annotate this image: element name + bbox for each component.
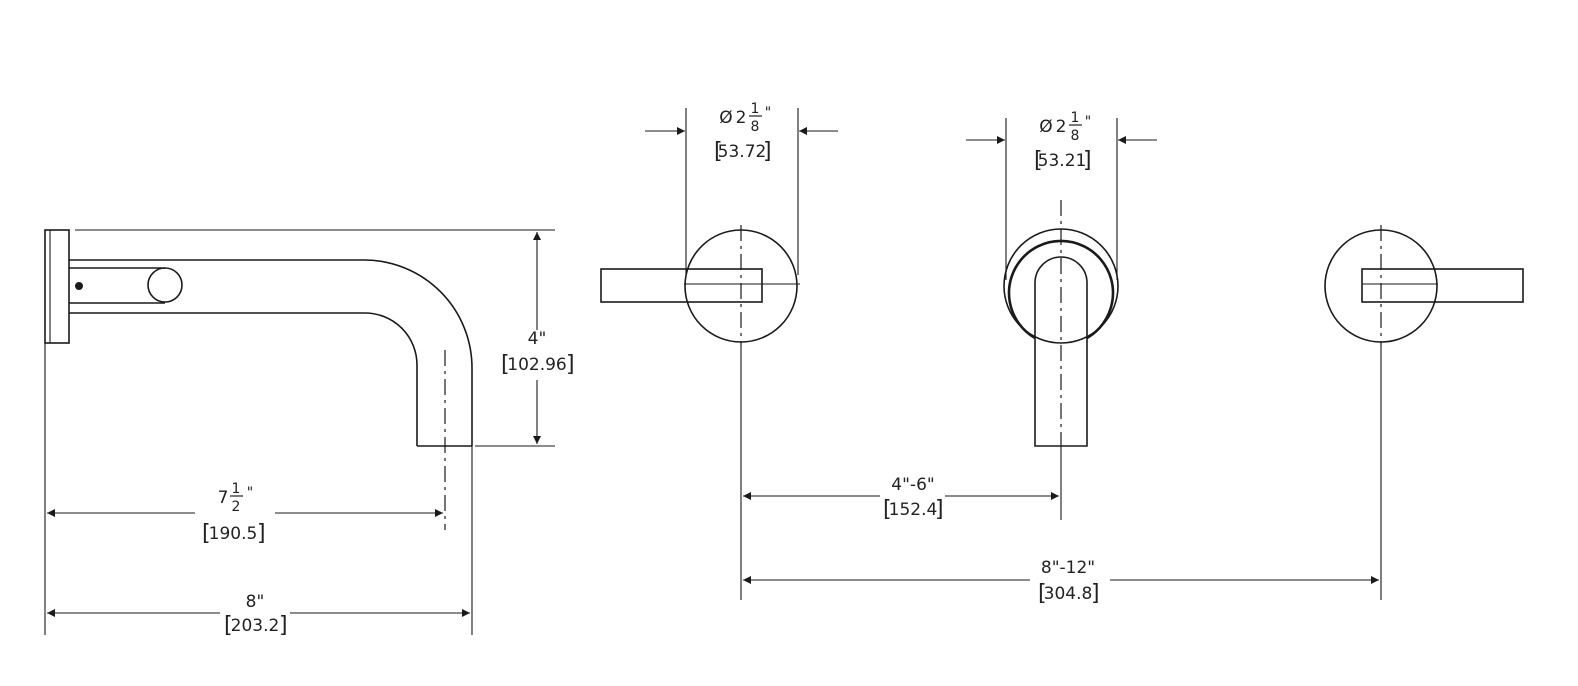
svg-text:]: ] [257, 521, 266, 546]
svg-text:]: ] [1091, 581, 1100, 606]
svg-text:[: [ [501, 352, 510, 377]
reach-inch-den: 2 [232, 499, 241, 515]
svg-text:]: ] [1083, 148, 1092, 173]
reach-inch-mark: " [247, 485, 253, 501]
front-view [600, 108, 1524, 600]
wall-flange [44, 229, 70, 344]
right-handle-lever [1361, 268, 1524, 303]
svg-text:[: [ [714, 139, 723, 164]
left-handle-lever [600, 268, 763, 303]
svg-text:[: [ [883, 497, 892, 522]
center-inch-label: 4"-6" [891, 475, 934, 495]
reach-mm-label: 190.5 [209, 524, 258, 544]
handle-dia-num: 1 [751, 101, 760, 117]
svg-text:]: ] [279, 613, 288, 638]
length-mm-label: 203.2 [231, 616, 280, 636]
handle-dia-inch-mark: " [765, 105, 771, 121]
set-screw [147, 267, 183, 303]
spout-front-body [1034, 256, 1088, 447]
spout-side-view [44, 229, 555, 635]
spout-dia-whole: 2 [1056, 117, 1067, 137]
handle-dia-mm: 53.72 [718, 142, 767, 162]
reach-inch-num: 1 [232, 481, 241, 497]
spread-inch-label: 8"-12" [1041, 558, 1095, 578]
handle-dia-symbol: Ø [719, 108, 732, 128]
svg-text:[: [ [1034, 148, 1043, 173]
reach-inch-whole: 7 [218, 488, 229, 508]
spout-dia-num: 1 [1071, 110, 1080, 126]
spout-dia-mm: 53.21 [1038, 151, 1087, 171]
svg-text:]: ] [566, 352, 575, 377]
svg-text:[: [ [202, 521, 211, 546]
svg-text:[: [ [1038, 581, 1047, 606]
spout-inner-bend [364, 312, 418, 446]
handle-dia-den: 8 [751, 119, 760, 135]
spout-dia-symbol: Ø [1039, 117, 1052, 137]
svg-text:[: [ [224, 613, 233, 638]
center-mm-label: 152.4 [889, 500, 938, 520]
height-inch-label: 4" [528, 329, 547, 349]
height-mm-label: 102.96 [507, 355, 566, 375]
handle-dia-whole: 2 [736, 108, 747, 128]
svg-text:]: ] [763, 139, 772, 164]
spread-mm-label: 304.8 [1044, 584, 1093, 604]
set-screw-dot [75, 282, 83, 290]
spout-outer-bend [364, 259, 473, 446]
spout-dia-den: 8 [1071, 128, 1080, 144]
length-inch-label: 8" [246, 592, 265, 612]
spout-dia-inch-mark: " [1085, 114, 1091, 130]
svg-text:]: ] [935, 497, 944, 522]
